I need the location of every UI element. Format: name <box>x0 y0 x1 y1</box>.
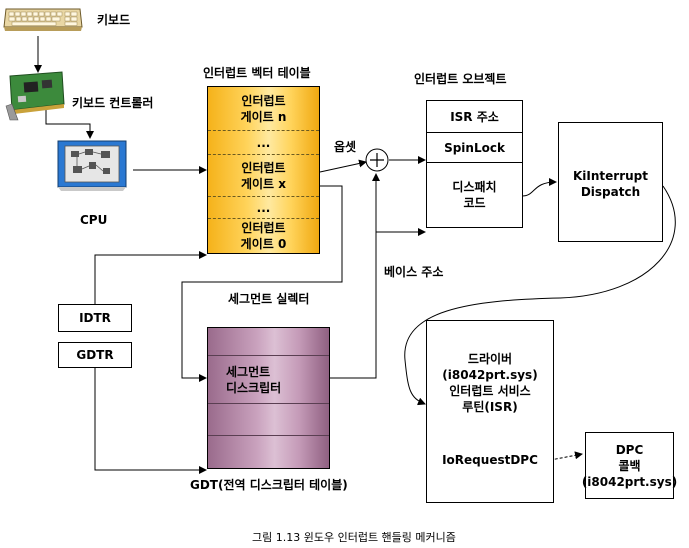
line-base-address <box>330 173 380 379</box>
idt-ellipsis-lower: ... <box>208 197 319 219</box>
idt-gate-x: 인터럽트 게이트 x <box>208 155 319 197</box>
keyboard-controller-label: 키보드 컨트롤러 <box>72 96 154 110</box>
gdt-row-blank-1 <box>208 404 329 436</box>
gdt-row-blank-2 <box>208 436 329 468</box>
keyboard-label: 키보드 <box>97 13 131 27</box>
figure-caption: 그림 1.13 윈도우 인터럽트 핸들링 메커니즘 <box>252 531 456 544</box>
base-address-label: 베이스 주소 <box>384 265 444 279</box>
gdt-row-top <box>208 328 329 356</box>
dispatch-code-cell: 디스패치 코드 <box>452 180 497 210</box>
offset-label: 옵셋 <box>334 140 357 154</box>
segment-selector-label: 세그먼트 실렉터 <box>228 292 310 306</box>
gdt-segment-descriptor: 세그먼트 디스크립터 <box>208 356 329 404</box>
gdtr-label: GDTR <box>76 348 114 362</box>
idtr-register: IDTR <box>58 304 132 332</box>
line-segment-selector <box>181 185 343 382</box>
arrow-controller-to-cpu <box>45 110 94 139</box>
cpu-label: CPU <box>80 213 108 227</box>
idt-title: 인터럽트 벡터 테이블 <box>203 66 311 80</box>
dpc-callback-text: DPC 콜백 (i8042prt.sys) <box>581 442 678 489</box>
global-descriptor-table: 세그먼트 디스크립터 <box>207 327 330 469</box>
line-idtr <box>94 251 207 304</box>
iorequestdpc-label: IoRequestDPC <box>442 453 538 467</box>
idt-ellipsis-upper: ... <box>208 131 319 155</box>
driver-isr-box: 드라이버 (i8042prt.sys) 인터럽트 서비스 루틴(ISR) IoR… <box>426 320 554 503</box>
driver-isr-text: 드라이버 (i8042prt.sys) 인터럽트 서비스 루틴(ISR) <box>442 352 538 414</box>
isr-address-cell: ISR 주소 <box>427 101 522 133</box>
adder-plus-sign <box>370 153 384 167</box>
kiinterrupt-dispatch-label: KiInterrupt Dispatch <box>573 169 648 199</box>
cpu-chip-icon <box>57 140 127 191</box>
gdt-caption: GDT(전역 디스크립터 테이블) <box>190 478 348 492</box>
arrow-gate-to-plus <box>319 159 367 173</box>
interrupt-object-box: ISR 주소 SpinLock 디스패치 코드 <box>426 100 523 228</box>
idt-gate-n: 인터럽트 게이트 n <box>208 87 319 131</box>
arrow-ki-to-driver <box>404 185 676 406</box>
arrow-dispatch-to-ki <box>521 178 557 197</box>
line-gdtr <box>94 368 207 474</box>
keyboard-icon <box>3 8 83 31</box>
spinlock-cell: SpinLock <box>427 133 522 163</box>
idtr-label: IDTR <box>79 311 111 325</box>
interrupt-vector-table: 인터럽트 게이트 n ... 인터럽트 게이트 x ... 인터럽트 게이트 0 <box>207 86 320 254</box>
dpc-callback-box: DPC 콜백 (i8042prt.sys) <box>581 432 678 499</box>
gdtr-register: GDTR <box>58 342 132 368</box>
idt-gate-0: 인터럽트 게이트 0 <box>208 219 319 253</box>
interrupt-object-title: 인터럽트 오브젝트 <box>414 72 507 86</box>
keyboard-controller-card-icon <box>5 71 65 121</box>
kiinterrupt-dispatch-box: KiInterrupt Dispatch <box>558 122 663 242</box>
